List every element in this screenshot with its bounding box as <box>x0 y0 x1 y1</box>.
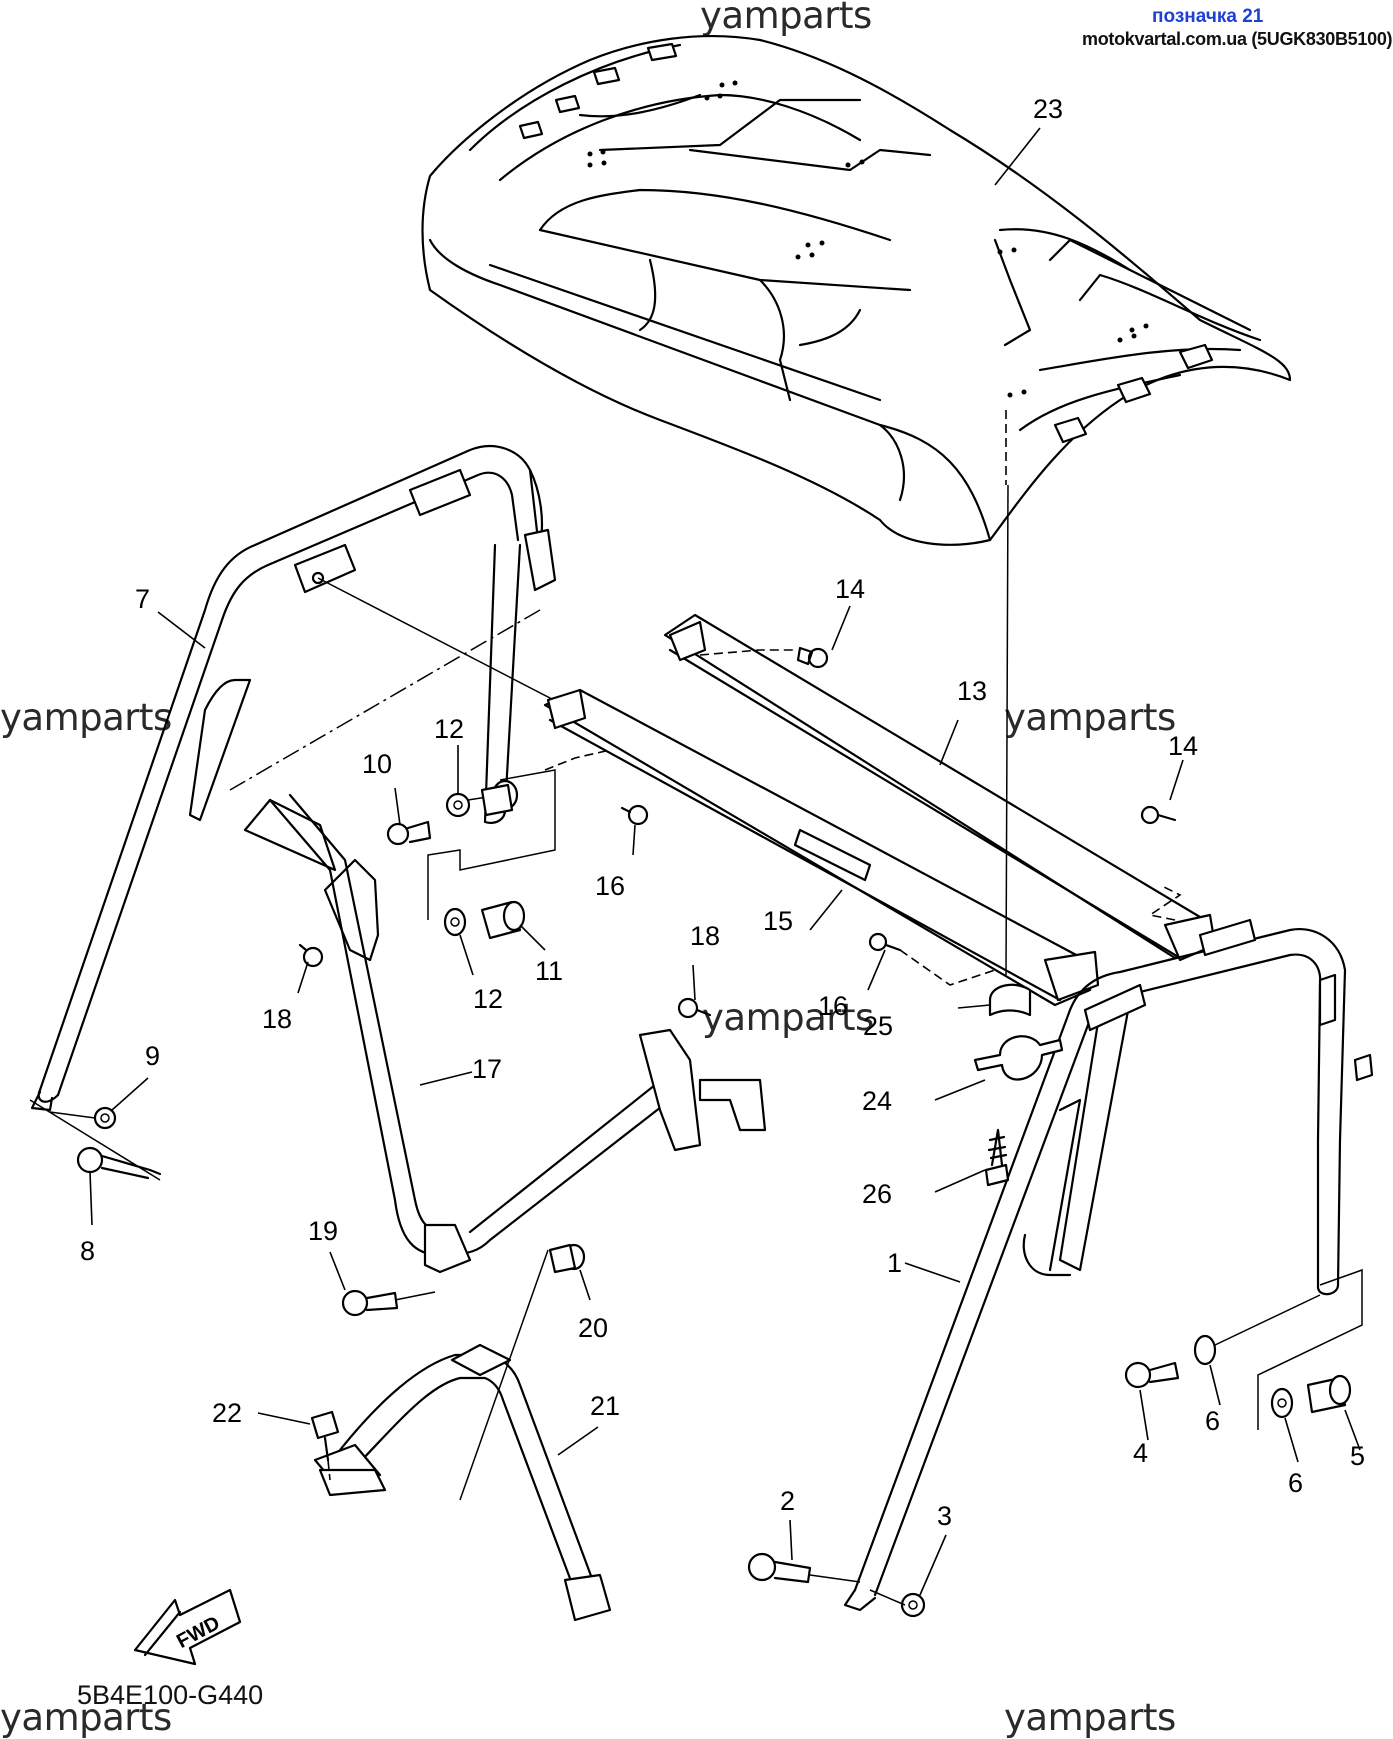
bolt-18-right <box>677 997 712 1019</box>
watermark-center: yamparts <box>702 996 874 1039</box>
callout-25: 25 <box>863 1011 893 1041</box>
bolt-14-top <box>796 646 829 669</box>
nut-9 <box>93 1106 117 1130</box>
fwd-arrow: FWD <box>133 1588 242 1666</box>
screw-26 <box>984 1128 1010 1187</box>
callout-4: 4 <box>1133 1438 1148 1468</box>
washer-6-upper <box>1193 1334 1217 1366</box>
bolt-22 <box>310 1410 340 1462</box>
guide-line-2 <box>809 1574 861 1583</box>
guide-dash-16-top <box>544 749 611 771</box>
bolt-10 <box>386 820 432 846</box>
callout-18-right: 18 <box>690 921 720 951</box>
callout-24: 24 <box>862 1086 892 1116</box>
callout-22: 22 <box>212 1398 242 1428</box>
callout-16-left: 16 <box>595 871 625 901</box>
bolt-14-right <box>1140 805 1177 825</box>
callout-10: 10 <box>362 749 392 779</box>
collar-5 <box>1306 1374 1352 1414</box>
callout-20: 20 <box>578 1313 608 1343</box>
roof-panel <box>421 34 1292 546</box>
bolt-20 <box>548 1243 586 1274</box>
watermark-top: yamparts <box>700 0 872 37</box>
collar-11-lower <box>480 900 526 940</box>
guide-box-6 <box>1214 1268 1363 1430</box>
callout-13: 13 <box>957 676 987 706</box>
roof-holes <box>587 80 1149 398</box>
guide-dash-14a <box>699 649 795 656</box>
collar-11 <box>480 779 519 817</box>
bolt-19 <box>341 1289 399 1317</box>
watermark-left: yamparts <box>0 696 172 739</box>
guide-line-brace <box>459 1249 549 1501</box>
callout-7: 7 <box>135 584 150 614</box>
callout-17: 17 <box>472 1054 502 1084</box>
bolt-18-left <box>298 943 324 968</box>
cross-bar-13 <box>663 613 1217 962</box>
nut-3 <box>900 1592 926 1618</box>
callout-15: 15 <box>763 906 793 936</box>
watermark-bottom-left: yamparts <box>0 1696 172 1739</box>
header-source: motokvartal.com.ua (5UGK830B5100) <box>1082 29 1393 49</box>
guide-line-3 <box>869 1589 906 1606</box>
callout-11: 11 <box>535 956 563 986</box>
callout-6-upper: 6 <box>1205 1406 1220 1436</box>
callout-5: 5 <box>1350 1441 1365 1471</box>
header-label: позначка 21 <box>1152 6 1264 27</box>
bolt-16-left <box>620 804 649 826</box>
watermark-bottom-right: yamparts <box>1004 1696 1176 1739</box>
callout-16-right: 16 <box>818 991 848 1021</box>
guide-dash-16 <box>899 949 996 986</box>
guide-line-8 <box>29 1099 161 1181</box>
washer-12-lower <box>443 907 467 937</box>
washer-6-lower <box>1270 1387 1294 1419</box>
callout-9: 9 <box>145 1041 160 1071</box>
callout-19: 19 <box>308 1216 338 1246</box>
callout-8: 8 <box>80 1236 95 1266</box>
callout-2: 2 <box>780 1486 795 1516</box>
cushion-25 <box>988 983 1032 1017</box>
callout-3: 3 <box>937 1501 952 1531</box>
guide-dash-22 <box>327 1459 331 1481</box>
guide-line-bar <box>229 609 541 791</box>
callout-23: 23 <box>1033 94 1063 124</box>
callout-12-upper: 12 <box>434 714 464 744</box>
support-brace-17 <box>243 793 767 1274</box>
rops-frame-left <box>30 445 557 1112</box>
guide-dash-14b <box>1147 884 1182 921</box>
bolt-2 <box>747 1552 812 1584</box>
rops-frame-right <box>843 918 1374 1612</box>
fasteners <box>29 646 1363 1618</box>
callout-1: 1 <box>887 1248 902 1278</box>
callout-14-right: 14 <box>1168 731 1198 761</box>
callout-14-top: 14 <box>835 574 865 604</box>
callout-18-left: 18 <box>262 1004 292 1034</box>
diagram-code: 5B4E100-G440 <box>77 1680 264 1710</box>
clamp-24 <box>973 1035 1064 1081</box>
callout-6-lower: 6 <box>1288 1468 1303 1498</box>
support-brace-21 <box>313 1343 612 1622</box>
callout-21: 21 <box>590 1391 620 1421</box>
guide-line-19 <box>394 1291 436 1301</box>
guide-line-vertical <box>1005 484 1009 976</box>
callout-12-lower: 12 <box>473 984 503 1014</box>
washer-12-upper <box>445 792 471 818</box>
callout-26: 26 <box>862 1179 892 1209</box>
bolt-16-right <box>868 932 902 952</box>
leader-lines <box>89 127 1361 1596</box>
callout-numbers: 23 7 14 13 14 12 10 16 15 18 11 12 18 16… <box>80 94 1365 1531</box>
watermark-right: yamparts <box>1004 696 1176 739</box>
bolt-4 <box>1124 1361 1180 1389</box>
